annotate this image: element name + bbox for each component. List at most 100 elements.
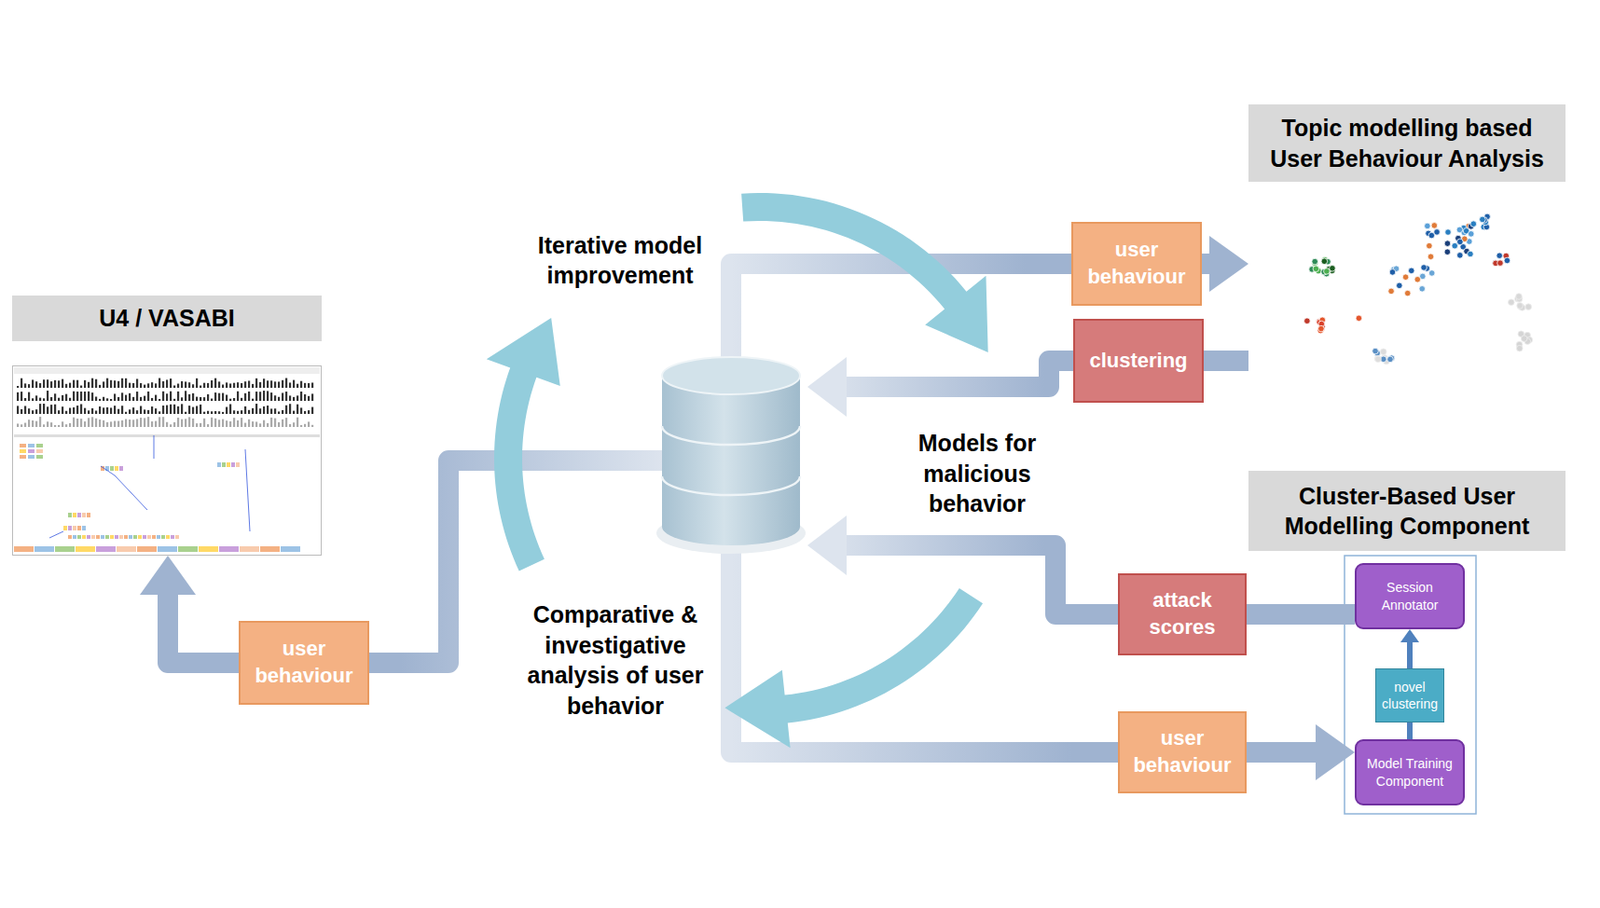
histogram-bar: [57, 398, 60, 401]
histogram-bar: [42, 398, 45, 401]
histogram-bar: [259, 391, 262, 401]
histogram-bar: [139, 417, 142, 428]
cluster-scatter: [1248, 202, 1566, 378]
histogram-bar: [236, 420, 239, 428]
histogram-bar: [262, 406, 265, 414]
scatter-dot: [1496, 252, 1504, 260]
scatter-dot: [1396, 282, 1404, 290]
flow-connector: [1246, 614, 1355, 616]
histogram-bar: [42, 379, 45, 388]
histogram-bar: [277, 381, 280, 388]
flow-connector: [1400, 629, 1420, 669]
histogram-bar: [206, 411, 209, 414]
histogram-bar: [292, 411, 295, 414]
timeline-strip: [142, 535, 147, 539]
histogram-bar: [244, 423, 247, 428]
connector-line: [1406, 722, 1413, 740]
histogram-bar: [136, 410, 138, 414]
histogram-bar: [83, 391, 86, 401]
process-box: novel clustering: [1375, 668, 1445, 723]
histogram-bar: [132, 407, 135, 414]
scatter-dot: [1516, 344, 1523, 352]
timeline-chip: [27, 449, 35, 454]
histogram-bar: [214, 411, 217, 414]
histogram-bar: [35, 395, 38, 401]
histogram-bar: [180, 397, 183, 401]
connector-arrowhead: [1315, 724, 1355, 781]
histogram-bar: [173, 422, 176, 428]
histogram-bar: [128, 419, 131, 428]
connector-arrowhead: [1400, 629, 1420, 643]
histogram-bar: [54, 393, 56, 401]
scatter-dot: [1517, 303, 1524, 310]
histogram-bar: [110, 399, 112, 401]
histogram-bar: [136, 391, 138, 401]
histogram-bar: [195, 397, 198, 401]
screenshot-frame: [13, 366, 322, 556]
histogram-bar: [162, 391, 165, 401]
histogram-bar: [16, 392, 19, 401]
histogram-bar: [68, 383, 71, 388]
legend-strip: [198, 546, 219, 552]
histogram-bar: [113, 393, 116, 401]
histogram-bar: [31, 398, 34, 401]
histogram-bar: [39, 383, 42, 388]
timeline-chip: [19, 455, 27, 459]
data-box: user behaviour: [1071, 221, 1202, 306]
histogram-bar: [102, 407, 105, 414]
timeline-strip: [72, 535, 77, 539]
annotation-leader: [114, 475, 148, 511]
histogram-bar: [31, 420, 34, 428]
scatter-dot: [1444, 248, 1451, 256]
histogram-bar: [214, 418, 217, 428]
process-box: Session Annotator: [1354, 563, 1465, 630]
histogram-bar: [303, 424, 306, 428]
scatter-dot: [1387, 356, 1394, 363]
histogram-bar: [80, 386, 83, 388]
histogram-bar: [270, 408, 273, 414]
histogram-bar: [139, 383, 142, 388]
histogram-bar: [87, 382, 90, 388]
histogram-bar: [72, 407, 75, 414]
result-box: attack scores: [1117, 573, 1247, 656]
flow-connector: [1409, 722, 1411, 740]
scatter-dot: [1479, 216, 1487, 223]
histogram-bar: [68, 398, 71, 401]
histogram-bar: [266, 390, 269, 401]
histogram-bar: [124, 412, 127, 414]
scatter-dot: [1388, 288, 1395, 295]
histogram-bar: [262, 390, 265, 401]
histogram-bar: [72, 417, 75, 428]
histogram-bar: [248, 410, 250, 414]
scatter-dot: [1404, 289, 1411, 297]
histogram-bar: [307, 396, 310, 401]
histogram-bar: [57, 410, 60, 414]
tool-panel: U4 / VASABI: [12, 295, 322, 556]
legend-strip: [260, 546, 280, 552]
histogram-bar: [65, 411, 68, 414]
histogram-bar: [50, 404, 53, 414]
session-chip: [63, 525, 68, 531]
histogram-bar: [27, 392, 30, 401]
histogram-bar: [124, 395, 127, 401]
histogram-bar: [229, 421, 232, 428]
histogram-bar: [184, 412, 187, 414]
histogram-bar: [180, 381, 183, 388]
histogram-bar: [296, 417, 299, 428]
histogram-bar: [195, 378, 198, 388]
histogram-bar: [80, 403, 83, 414]
histogram-bar: [147, 391, 150, 401]
timeline-strip: [175, 535, 180, 539]
histogram-bar: [27, 419, 30, 428]
histogram-bar: [151, 421, 153, 428]
histogram-bar: [303, 383, 306, 388]
histogram-bar: [121, 405, 124, 414]
histogram-bar: [80, 391, 83, 401]
histogram-bar: [173, 404, 176, 414]
histogram-bar: [277, 397, 280, 401]
histogram-bar: [255, 391, 258, 401]
panel-heading: Topic modelling based User Behaviour Ana…: [1248, 104, 1566, 182]
histogram-bar: [225, 395, 228, 401]
histogram-bar: [192, 384, 194, 388]
